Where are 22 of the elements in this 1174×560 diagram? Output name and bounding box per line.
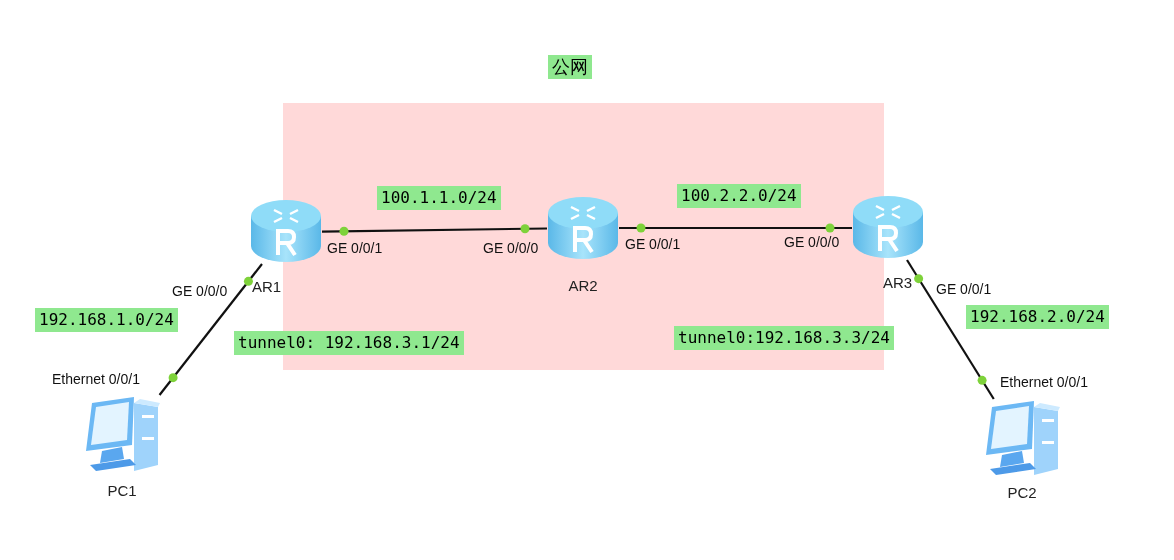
network-label: 192.168.2.0/24 <box>966 305 1109 329</box>
area-heading: 公网 <box>548 55 592 79</box>
port-label: GE 0/0/0 <box>784 234 840 250</box>
port-label: GE 0/0/1 <box>327 240 383 256</box>
network-label: tunnel0: 192.168.3.1/24 <box>234 331 464 355</box>
cable <box>322 227 547 233</box>
port-label: GE 0/0/1 <box>625 236 681 252</box>
network-label: 192.168.1.0/24 <box>35 308 178 332</box>
device-label: PC1 <box>106 482 138 500</box>
network-label: 100.2.2.0/24 <box>677 184 801 208</box>
network-label: 100.1.1.0/24 <box>377 186 501 210</box>
port-label: GE 0/0/1 <box>936 281 992 297</box>
port-label: GE 0/0/0 <box>172 283 228 299</box>
device-label: AR3 <box>883 274 913 292</box>
device-label: AR1 <box>252 278 282 296</box>
port-label: GE 0/0/0 <box>483 240 539 256</box>
network-label: tunnel0:192.168.3.3/24 <box>674 326 894 350</box>
device-label: PC2 <box>1006 484 1038 502</box>
port-label: Ethernet 0/0/1 <box>1000 374 1088 390</box>
port-label: Ethernet 0/0/1 <box>52 371 140 387</box>
device-label: AR2 <box>567 277 599 295</box>
cable <box>619 226 852 230</box>
